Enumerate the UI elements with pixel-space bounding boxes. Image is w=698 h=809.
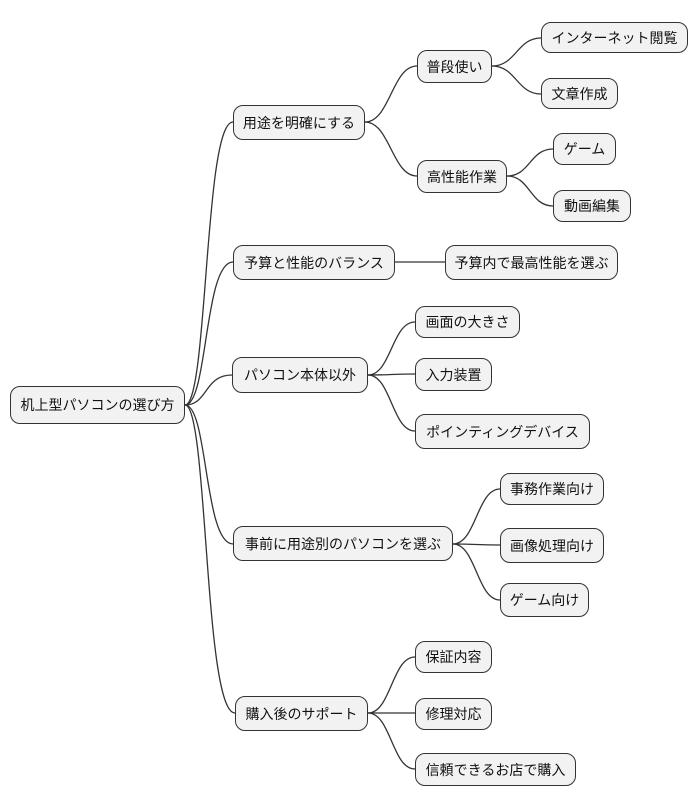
mindmap-node-internet-browsing: インターネット閲覧	[541, 22, 688, 53]
mindmap-node-document-writing: 文章作成	[541, 78, 618, 109]
mindmap-node-game: ゲーム	[553, 133, 616, 165]
mindmap-node-daily-use: 普段使い	[417, 50, 492, 83]
edge-root-to-clarify-usage	[184, 121, 234, 406]
mindmap-node-game-oriented: ゲーム向け	[500, 583, 589, 617]
edge-peripherals-to-input-device	[367, 373, 416, 376]
edge-after-support-to-warranty	[367, 656, 416, 714]
mindmap-node-clarify-usage: 用途を明確にする	[233, 105, 365, 140]
edge-root-to-peripherals	[184, 374, 233, 406]
edge-high-perf-to-game	[506, 148, 554, 177]
edge-daily-use-to-internet	[491, 37, 542, 67]
mindmap-node-video-editing: 動画編集	[553, 190, 631, 222]
edge-root-to-preselect	[184, 404, 234, 545]
edge-after-support-to-trusted-store	[367, 712, 416, 770]
edge-preselect-to-game-pc	[452, 543, 501, 601]
mindmap-node-besides-pc-body: パソコン本体以外	[232, 357, 368, 393]
edge-root-to-after-support	[184, 404, 236, 714]
edge-preselect-to-image-processing	[452, 543, 501, 546]
mindmap-node-budget-performance-balance: 予算と性能のバランス	[233, 245, 395, 280]
mindmap-node-image-processing-oriented: 画像処理向け	[500, 528, 604, 563]
mindmap-node-pointing-device: ポインティングデバイス	[415, 414, 590, 449]
mindmap-node-input-device: 入力装置	[415, 358, 492, 391]
mindmap-node-screen-size: 画面の大きさ	[415, 306, 520, 338]
mindmap-node-warranty-content: 保証内容	[415, 641, 492, 673]
mindmap-node-buy-from-trusted-store: 信頼できるお店で購入	[415, 753, 576, 786]
edge-clarify-usage-to-daily-use	[364, 65, 418, 123]
mindmap-node-best-performance-within-budget: 予算内で最高性能を選ぶ	[445, 245, 618, 280]
edge-peripherals-to-screen-size	[367, 321, 416, 376]
mindmap-node-preselect-pc-by-usage: 事前に用途別のパソコンを選ぶ	[233, 526, 453, 561]
edge-clarify-usage-to-high-perf	[364, 121, 418, 177]
mindmap-node-after-purchase-support: 購入後のサポート	[235, 696, 368, 731]
mindmap-node-repair-service: 修理対応	[415, 698, 492, 730]
edge-high-perf-to-video	[506, 175, 554, 207]
mindmap-node-high-performance-work: 高性能作業	[417, 160, 507, 193]
edge-preselect-to-office	[452, 488, 501, 545]
mindmap-node-office-work-oriented: 事務作業向け	[500, 473, 604, 505]
edge-peripherals-to-pointing-device	[367, 374, 416, 432]
edge-root-to-budget-balance	[184, 261, 234, 406]
mindmap-node-root: 机上型パソコンの選び方	[10, 386, 185, 424]
edge-daily-use-to-writing	[491, 65, 542, 95]
